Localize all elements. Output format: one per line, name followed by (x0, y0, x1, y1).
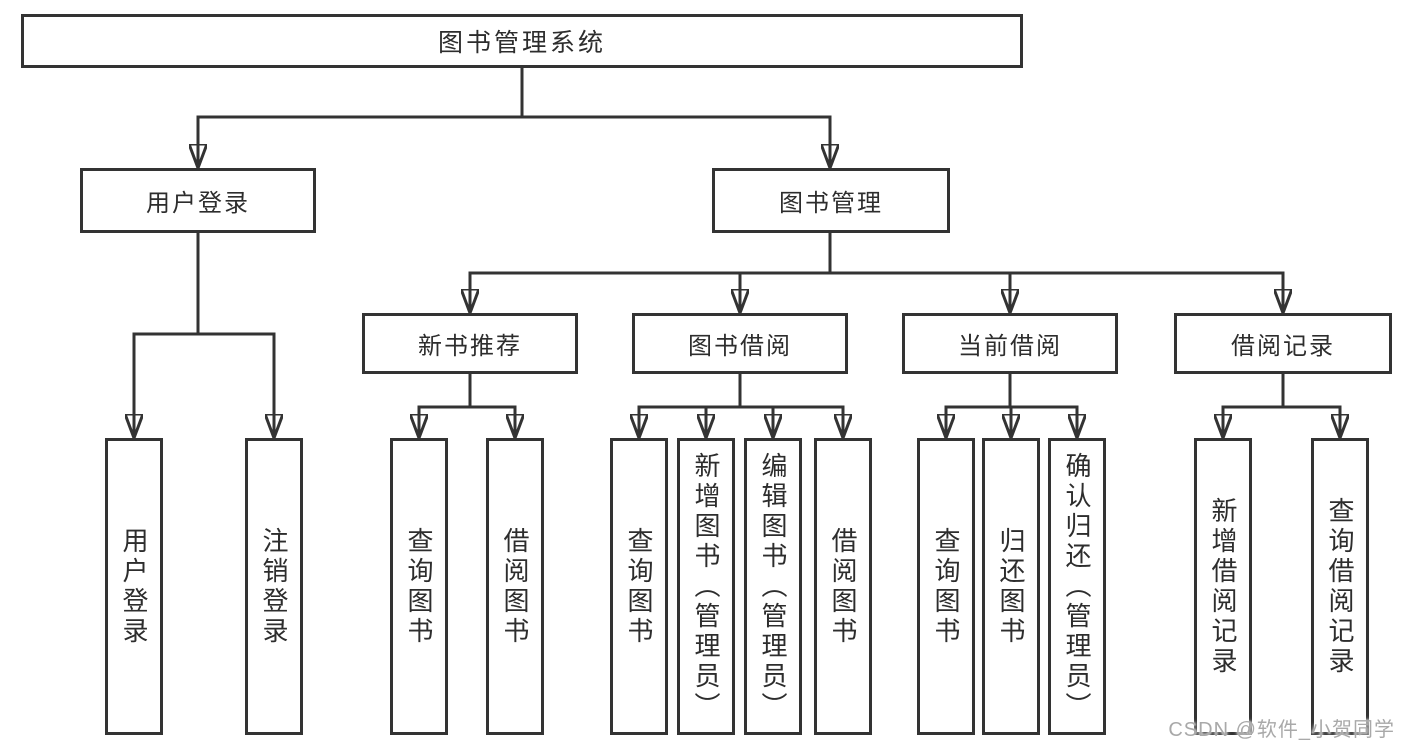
leaf-records-query-borrow-record-label: 查询借阅记录 (1325, 496, 1355, 677)
node-library-management-system-label: 图书管理系统 (437, 29, 606, 57)
leaf-borrowing-borrow-books: 借阅图书 (814, 438, 872, 735)
leaf-borrowing-query-books-label: 查询图书 (624, 526, 654, 647)
leaf-current-query-books: 查询图书 (917, 438, 975, 735)
node-new-book-recommendation-label: 新书推荐 (418, 333, 522, 360)
leaf-logout-label: 注销登录 (259, 526, 289, 647)
leaf-borrowing-edit-books-admin-label: 编辑图书（管理员） (758, 451, 788, 722)
leaf-user-login-label: 用户登录 (119, 526, 149, 647)
leaf-borrowing-edit-books-admin: 编辑图书（管理员） (744, 438, 802, 735)
leaf-logout: 注销登录 (245, 438, 303, 735)
leaf-user-login: 用户登录 (105, 438, 163, 735)
tree-arrow-drops (134, 117, 1340, 438)
node-book-management-label: 图书管理 (779, 190, 883, 217)
leaf-records-add-borrow-record: 新增借阅记录 (1194, 438, 1252, 735)
leaf-current-confirm-return-admin-label: 确认归还（管理员） (1062, 451, 1092, 722)
leaf-records-query-borrow-record: 查询借阅记录 (1311, 438, 1369, 735)
leaf-recommend-borrow-books-label: 借阅图书 (500, 526, 530, 647)
leaf-current-return-books-label: 归还图书 (996, 526, 1026, 647)
node-book-borrowing: 图书借阅 (632, 313, 848, 374)
node-current-borrowing-label: 当前借阅 (958, 333, 1062, 360)
leaf-recommend-borrow-books: 借阅图书 (486, 438, 544, 735)
csdn-watermark: CSDN @软件_小贺同学 (1168, 719, 1395, 741)
leaf-recommend-query-books-label: 查询图书 (404, 526, 434, 647)
node-new-book-recommendation: 新书推荐 (362, 313, 578, 374)
leaf-recommend-query-books: 查询图书 (390, 438, 448, 735)
leaf-borrowing-borrow-books-label: 借阅图书 (828, 526, 858, 647)
node-book-borrowing-label: 图书借阅 (688, 333, 792, 360)
leaf-records-add-borrow-record-label: 新增借阅记录 (1208, 496, 1238, 677)
node-borrowing-records-label: 借阅记录 (1231, 333, 1335, 360)
leaf-current-return-books: 归还图书 (982, 438, 1040, 735)
leaf-borrowing-add-books-admin: 新增图书（管理员） (677, 438, 735, 735)
node-library-management-system: 图书管理系统 (21, 14, 1023, 68)
node-user-login-label: 用户登录 (146, 190, 250, 217)
leaf-borrowing-query-books: 查询图书 (610, 438, 668, 735)
leaf-borrowing-add-books-admin-label: 新增图书（管理员） (691, 451, 721, 722)
node-current-borrowing: 当前借阅 (902, 313, 1118, 374)
leaf-current-query-books-label: 查询图书 (931, 526, 961, 647)
leaf-current-confirm-return-admin: 确认归还（管理员） (1048, 438, 1106, 735)
node-borrowing-records: 借阅记录 (1174, 313, 1392, 374)
node-user-login: 用户登录 (80, 168, 316, 233)
node-book-management: 图书管理 (712, 168, 950, 233)
